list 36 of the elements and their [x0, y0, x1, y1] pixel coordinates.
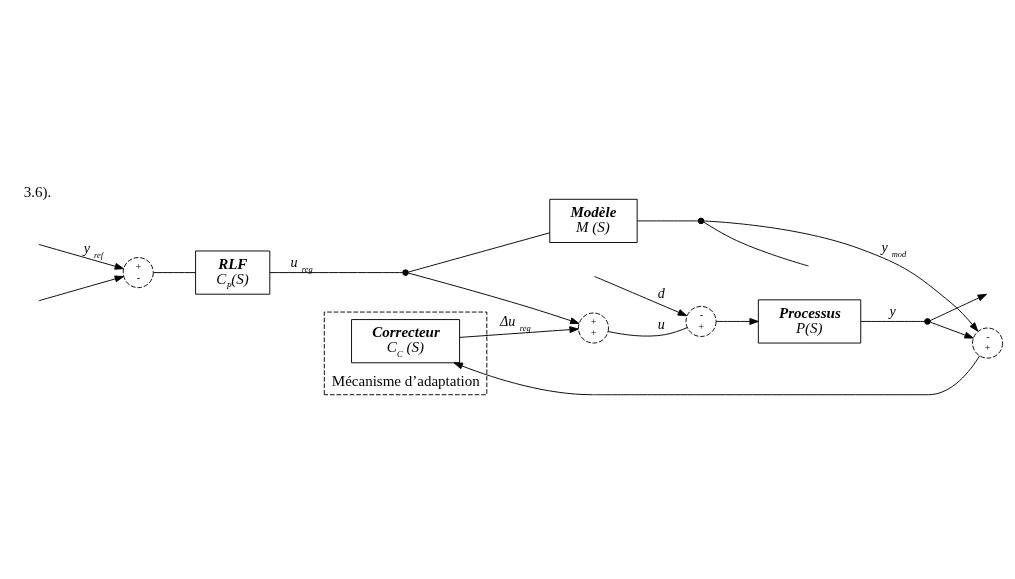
edge-label: u $_{reg}$ [290, 253, 313, 274]
connector [703, 221, 809, 267]
arrow [459, 326, 579, 338]
connector [636, 220, 699, 222]
arrow [453, 355, 981, 396]
arrow [929, 293, 987, 321]
node-circle: + + [577, 312, 609, 344]
node-circle: - + [972, 327, 1004, 359]
arrow [38, 243, 125, 270]
connector [269, 272, 403, 274]
arrow [703, 220, 979, 332]
node-box: Processus P(S) [757, 299, 862, 344]
edge-label: y $_{ref}$ [83, 239, 104, 260]
connector [860, 320, 926, 322]
edge-label: d [657, 284, 665, 301]
arrow [408, 272, 580, 325]
arrow [594, 275, 688, 317]
edge-label: u [657, 315, 665, 332]
connector [607, 327, 688, 337]
connector [153, 272, 196, 274]
connector [408, 232, 551, 273]
arrow [715, 318, 759, 325]
node-circle [697, 217, 705, 225]
edge-label: y $_{mod}$ [881, 238, 907, 259]
edge-label: Δu $_{reg}$ [499, 313, 531, 334]
node-box: Modèle M (S) [549, 198, 638, 243]
label: 3.6). [23, 184, 52, 201]
node-circle [402, 269, 409, 276]
node-circle: - + [685, 305, 717, 337]
node-box: Correcteur C$_{C}$ (S) [351, 319, 461, 364]
node-circle [924, 318, 931, 325]
arrow [38, 275, 125, 302]
node-circle: + - [122, 257, 154, 289]
arrow [929, 321, 974, 339]
node-box: RLF C$_{P}$(S) [195, 250, 271, 295]
edge-label: y [889, 302, 896, 319]
